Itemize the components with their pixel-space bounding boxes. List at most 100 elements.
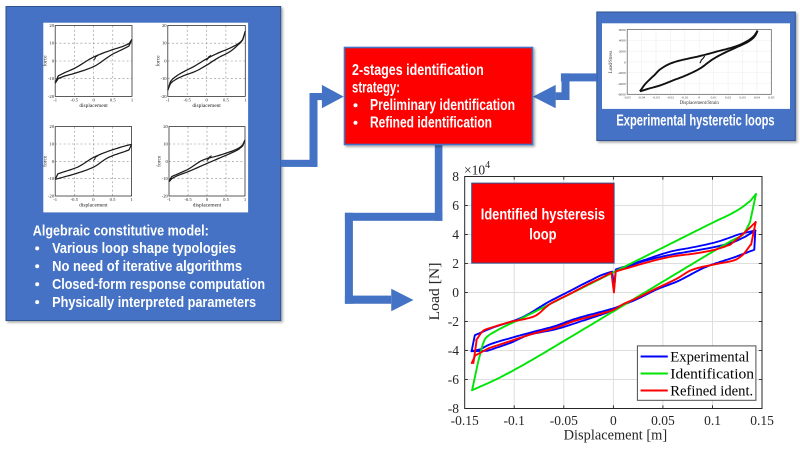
svg-text:0.02: 0.02 xyxy=(725,96,731,100)
svg-text:-20: -20 xyxy=(162,194,169,199)
svg-text:strategy:: strategy: xyxy=(352,80,400,97)
svg-text:-0.5: -0.5 xyxy=(184,197,192,202)
svg-text:4: 4 xyxy=(452,227,459,242)
svg-text:-10: -10 xyxy=(48,76,55,81)
svg-text:0.05: 0.05 xyxy=(768,96,774,100)
svg-text:Refined ident.: Refined ident. xyxy=(670,384,753,400)
svg-text:Experimental: Experimental xyxy=(670,350,749,366)
svg-text:0.5: 0.5 xyxy=(223,197,229,202)
svg-text:force: force xyxy=(42,155,49,167)
svg-text:0.5: 0.5 xyxy=(223,97,229,102)
svg-text:2000: 2000 xyxy=(619,50,626,54)
svg-text:0.1: 0.1 xyxy=(704,413,721,428)
svg-text:Identified hysteresis: Identified hysteresis xyxy=(481,207,605,224)
svg-text:-0.02: -0.02 xyxy=(667,96,675,100)
svg-text:-10: -10 xyxy=(162,176,169,181)
svg-text:0.05: 0.05 xyxy=(651,413,675,428)
svg-text:Various loop shape typologies: Various loop shape typologies xyxy=(52,241,236,257)
svg-text:0.5: 0.5 xyxy=(110,97,116,102)
svg-text:-1: -1 xyxy=(53,97,58,102)
svg-text:-4: -4 xyxy=(448,343,459,358)
svg-text:-6: -6 xyxy=(448,372,459,387)
svg-text:-0.05: -0.05 xyxy=(550,413,578,428)
svg-text:-1: -1 xyxy=(53,197,58,202)
svg-text:Algebraic constitutive model:: Algebraic constitutive model: xyxy=(33,223,209,239)
svg-text:Load [N]: Load [N] xyxy=(427,263,443,321)
svg-text:displacement: displacement xyxy=(193,203,222,209)
svg-text:Displacement [m]: Displacement [m] xyxy=(564,428,668,444)
svg-text:2-stages identification: 2-stages identification xyxy=(352,62,484,79)
svg-text:0.03: 0.03 xyxy=(739,96,745,100)
svg-text:Physically interpreted paramet: Physically interpreted parameters xyxy=(52,295,256,311)
svg-text:Preliminary identification: Preliminary identification xyxy=(370,97,515,114)
svg-text:-20: -20 xyxy=(48,94,55,99)
svg-text:10: 10 xyxy=(49,142,54,147)
svg-text:-10: -10 xyxy=(48,176,55,181)
svg-text:1: 1 xyxy=(244,97,247,102)
svg-text:1: 1 xyxy=(244,197,247,202)
svg-text:-10: -10 xyxy=(160,76,167,81)
svg-text:loop: loop xyxy=(529,226,556,243)
svg-text:0.15: 0.15 xyxy=(750,413,774,428)
svg-text:Closed-form response computati: Closed-form response computation xyxy=(52,277,265,293)
svg-text:displacement: displacement xyxy=(192,103,221,109)
svg-text:-0.05: -0.05 xyxy=(624,96,632,100)
svg-text:0: 0 xyxy=(92,197,95,202)
svg-text:20: 20 xyxy=(49,124,54,129)
svg-text:0: 0 xyxy=(52,159,55,164)
svg-text:Load/Stress: Load/Stress xyxy=(609,50,614,73)
svg-text:0: 0 xyxy=(624,60,626,64)
svg-text:0.04: 0.04 xyxy=(754,96,760,100)
svg-text:0: 0 xyxy=(166,159,169,164)
svg-text:-6000: -6000 xyxy=(618,93,626,97)
svg-text:0: 0 xyxy=(452,285,459,300)
svg-text:Refined identification: Refined identification xyxy=(370,115,492,132)
svg-text:-1: -1 xyxy=(167,197,172,202)
svg-text:0: 0 xyxy=(698,96,700,100)
svg-text:20: 20 xyxy=(162,23,167,28)
svg-text:-20: -20 xyxy=(48,194,55,199)
svg-text:-2000: -2000 xyxy=(618,71,626,75)
svg-text:force: force xyxy=(156,155,163,167)
svg-text:Displacement/Strain: Displacement/Strain xyxy=(680,101,720,106)
svg-text:1: 1 xyxy=(131,97,134,102)
svg-text:-20: -20 xyxy=(160,94,167,99)
svg-text:-1: -1 xyxy=(166,97,171,102)
svg-text:10: 10 xyxy=(163,142,168,147)
svg-text:force: force xyxy=(42,55,49,67)
svg-text:0: 0 xyxy=(610,413,617,428)
svg-text:0: 0 xyxy=(92,97,95,102)
svg-text:20: 20 xyxy=(163,124,168,129)
svg-text:-4000: -4000 xyxy=(618,82,626,86)
svg-text:0: 0 xyxy=(164,59,167,64)
svg-text:8: 8 xyxy=(452,169,459,184)
svg-text:10: 10 xyxy=(49,41,54,46)
svg-text:10: 10 xyxy=(162,41,167,46)
svg-text:0: 0 xyxy=(52,59,55,64)
svg-text:force: force xyxy=(154,55,161,67)
svg-text:-0.1: -0.1 xyxy=(504,413,525,428)
svg-text:-2: -2 xyxy=(448,314,459,329)
svg-text:displacement: displacement xyxy=(79,103,108,109)
svg-text:-0.5: -0.5 xyxy=(71,197,79,202)
svg-text:0: 0 xyxy=(206,197,209,202)
svg-text:4000: 4000 xyxy=(619,39,626,43)
svg-text:-0.03: -0.03 xyxy=(652,96,660,100)
svg-text:6: 6 xyxy=(452,198,459,213)
svg-text:Experimental hysteretic loops: Experimental hysteretic loops xyxy=(616,113,774,130)
svg-text:-0.5: -0.5 xyxy=(184,97,192,102)
svg-text:-0.04: -0.04 xyxy=(638,96,646,100)
svg-text:Identification: Identification xyxy=(670,367,754,383)
svg-text:2: 2 xyxy=(452,256,459,271)
svg-text:displacement: displacement xyxy=(79,203,108,209)
svg-text:-0.15: -0.15 xyxy=(451,413,479,428)
svg-text:20: 20 xyxy=(49,23,54,28)
svg-text:0: 0 xyxy=(205,97,208,102)
svg-text:-0.5: -0.5 xyxy=(71,97,79,102)
svg-text:6000: 6000 xyxy=(619,28,626,32)
svg-text:×104: ×104 xyxy=(464,160,490,178)
svg-text:1: 1 xyxy=(130,197,133,202)
svg-text:0.5: 0.5 xyxy=(110,197,116,202)
svg-text:-0.01: -0.01 xyxy=(681,96,689,100)
svg-text:-8: -8 xyxy=(448,401,459,416)
